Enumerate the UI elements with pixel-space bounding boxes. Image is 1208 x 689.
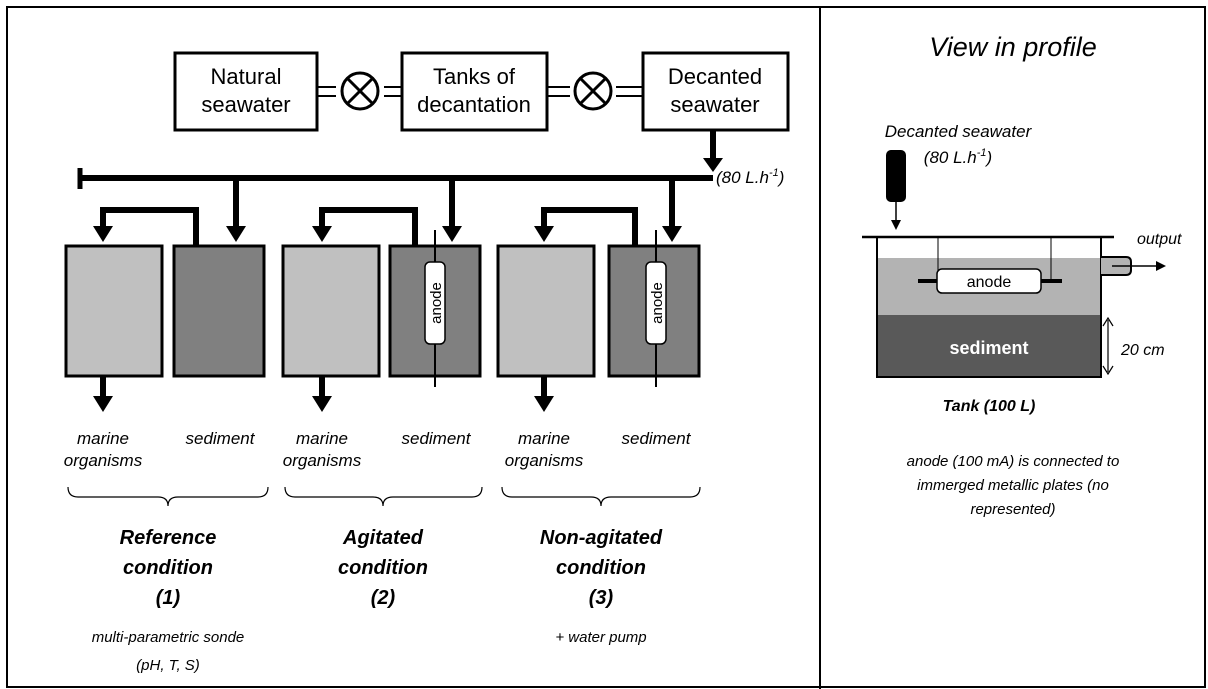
condition-1-title-line2: condition: [123, 557, 213, 579]
natural-seawater-line1: Natural: [211, 64, 282, 89]
depth-label: 20 cm: [1120, 342, 1165, 359]
condition-3-title-line2: condition: [556, 557, 646, 579]
condition-3-note-line1: + water pump: [555, 629, 646, 646]
condition-1-note-line1: multi-parametric sonde: [92, 629, 245, 646]
outer-frame: [6, 6, 1206, 688]
decantation-line2: decantation: [417, 92, 531, 117]
profile-anode: [936, 268, 1042, 294]
condition-1-title-line1: Reference: [120, 527, 217, 549]
condition-3-title-line3: (3): [589, 587, 614, 609]
flow-rate-label: (80 L.h-1): [716, 167, 784, 187]
sediment-tank-1: [172, 244, 266, 378]
tank-caption: Tank (100 L): [943, 398, 1036, 415]
condition-2-title-line1: Agitated: [342, 527, 424, 549]
organisms-label-3: organisms: [505, 451, 584, 470]
decantation-line1: Tanks of: [433, 64, 516, 89]
profile-anode-label: anode: [967, 274, 1012, 291]
distribution-main: (80 L.h-1): [77, 130, 784, 189]
organisms-tank-3: [496, 244, 596, 378]
condition-1-title-line3: (1): [156, 587, 181, 609]
organisms-tank-1: [64, 244, 164, 378]
condition-2-title-line2: condition: [338, 557, 428, 579]
organisms-label-1: organisms: [64, 451, 143, 470]
footnote-line2: immerged metallic plates (no: [917, 477, 1109, 494]
brace-1: [67, 486, 269, 507]
footnote-line3: represented): [970, 501, 1055, 518]
profile-sediment: [877, 315, 1101, 377]
organisms-label-2: organisms: [283, 451, 362, 470]
footnote-line1: anode (100 mA) is connected to: [907, 453, 1120, 470]
organisms-tank-2: [281, 244, 381, 378]
left-panel: Natural seawater Tanks of decantation: [64, 51, 790, 674]
brace-2: [284, 486, 483, 507]
brace-3: [501, 486, 701, 507]
anode-label-2: anode: [428, 282, 445, 324]
condition-2-group: anode marine organisms sediment Agitated…: [281, 178, 483, 609]
inflow-pipe: [886, 150, 906, 202]
profile-sediment-label: sediment: [949, 338, 1028, 358]
condition-3-group: anode marine organisms sediment Non-agit…: [496, 178, 701, 646]
profile-tank-wall: [876, 237, 1102, 378]
condition-2-title-line3: (2): [371, 587, 396, 609]
inflow-label: Decanted seawater: [885, 122, 1033, 141]
condition-3-title-line1: Non-agitated: [540, 527, 663, 549]
marine-label-2: marine: [296, 429, 348, 448]
inflow-rate-label: (80 L.h-1): [924, 147, 992, 167]
natural-seawater-line2: seawater: [201, 92, 290, 117]
sediment-label-1: sediment: [186, 429, 256, 448]
anode-2: [424, 261, 446, 345]
condition-1-group: marine organisms sediment Reference cond…: [64, 178, 269, 674]
inflow-arrow-icon: [891, 220, 901, 230]
output-label: output: [1137, 231, 1182, 248]
output-arrow-icon: [1156, 261, 1166, 271]
sediment-label-3: sediment: [622, 429, 692, 448]
pipe-valve-1: [317, 71, 402, 111]
anode-label-3: anode: [649, 282, 666, 324]
decanted-seawater-box: Decanted seawater: [641, 51, 790, 132]
decanted-line1: Decanted: [668, 64, 762, 89]
pipe-valve-2: [547, 71, 643, 111]
natural-seawater-box: Natural seawater: [173, 51, 319, 132]
profile-title: View in profile: [929, 32, 1097, 62]
sediment-label-2: sediment: [402, 429, 472, 448]
marine-label-1: marine: [77, 429, 129, 448]
decanted-line2: seawater: [670, 92, 759, 117]
decantation-tanks-box: Tanks of decantation: [400, 51, 549, 132]
anode-3: [645, 261, 667, 345]
marine-label-3: marine: [518, 429, 570, 448]
condition-1-note-line2: (pH, T, S): [136, 657, 200, 674]
right-panel: View in profile Decanted seawater (80 L.…: [862, 32, 1182, 518]
